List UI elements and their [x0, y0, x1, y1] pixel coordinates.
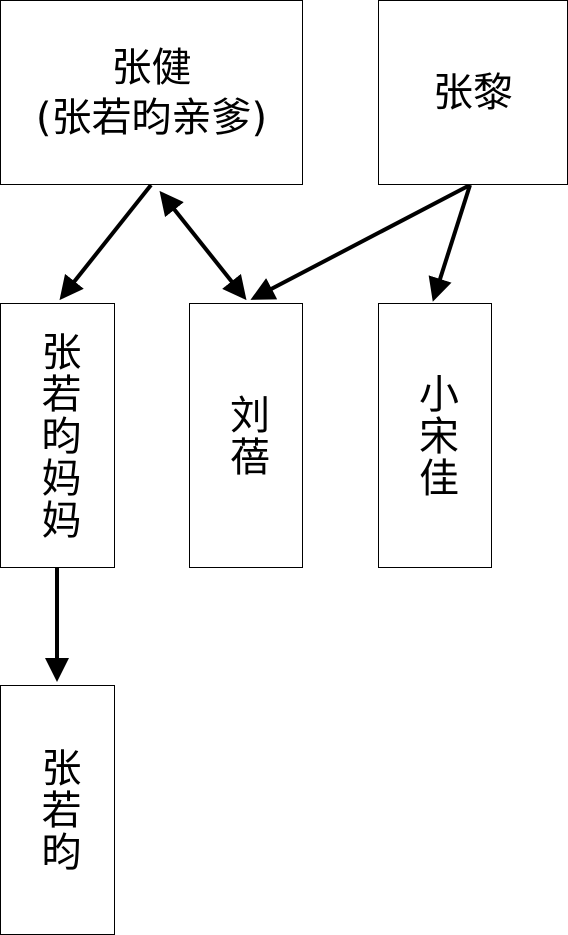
node-zhang-ruoyun: 张若昀: [0, 685, 115, 935]
arrow-zhangjian-to-mother: [59, 183, 153, 301]
node-zhang-jian: 张健 (张若昀亲爹): [0, 0, 303, 185]
node-liu-pei-name: 刘蓓: [223, 393, 269, 478]
node-xiao-songjia-name: 小宋佳: [412, 372, 458, 499]
node-zhang-li: 张黎: [378, 0, 568, 185]
node-liu-pei: 刘蓓: [189, 303, 303, 568]
arrow-zhangjian-liupei-bidirectional: [159, 190, 247, 301]
node-zhang-li-name: 张黎: [433, 69, 513, 116]
node-zhang-ruoyun-name: 张若昀: [34, 747, 81, 873]
node-mother-name: 张若昀妈妈: [34, 330, 81, 541]
node-zhang-jian-note: (张若昀亲爹): [35, 94, 268, 141]
arrow-zhangli-to-liupei: [250, 183, 471, 300]
node-xiao-songjia: 小宋佳: [378, 303, 492, 568]
node-zhang-jian-name: 张健: [111, 44, 192, 91]
arrow-zhangli-to-xiaosongjia: [428, 184, 472, 302]
node-zhang-ruoyun-mother: 张若昀妈妈: [0, 303, 115, 568]
